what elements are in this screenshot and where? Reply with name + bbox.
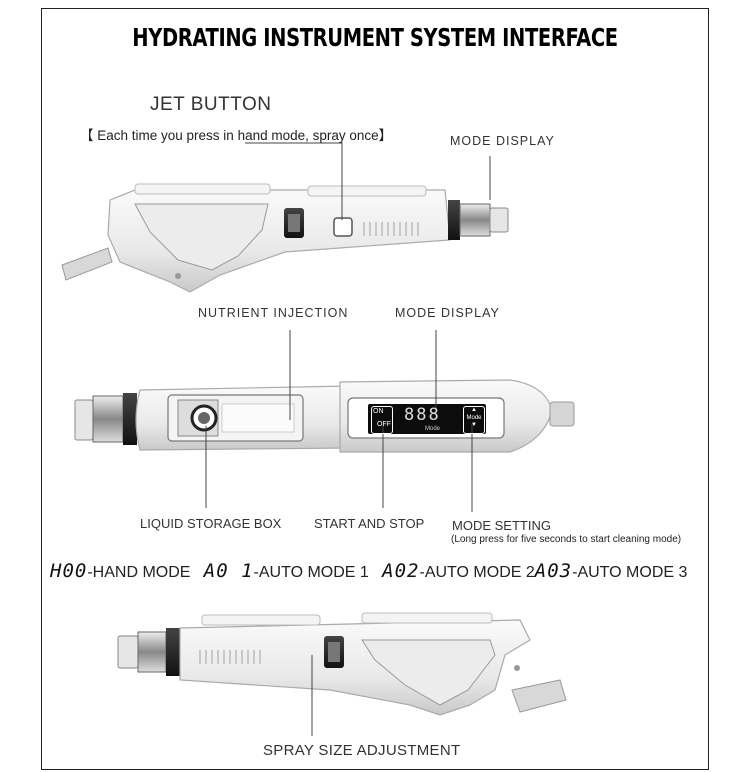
- spray-size-adjustment-label: SPRAY SIZE ADJUSTMENT: [263, 742, 461, 759]
- display-mode-caption: Mode: [425, 426, 441, 432]
- mode-button[interactable]: ▲ Mode ▼: [463, 406, 485, 434]
- mode-setting-note: (Long press for five seconds to start cl…: [451, 534, 682, 545]
- jet-button-label: JET BUTTON: [150, 94, 272, 115]
- mode-code-hand: H00: [50, 560, 88, 582]
- mode-label-hand: -HAND MODE: [87, 564, 191, 581]
- device-side-view-bottom: [117, 612, 567, 716]
- led-display: 888: [404, 405, 441, 425]
- on-label: ON: [373, 408, 384, 415]
- mode-button-label: Mode: [466, 415, 482, 421]
- mode-label-auto1: -AUTO MODE 1: [253, 564, 369, 581]
- mode-display-top-label: MODE DISPLAY: [450, 134, 555, 148]
- mode-legend: H00-HAND MODE A0 1-AUTO MODE 1 A02-AUTO …: [50, 560, 687, 582]
- device-top-view-middle: [74, 379, 575, 453]
- mode-code-auto2: A02: [382, 560, 420, 582]
- mode-down-icon: ▼: [471, 422, 477, 428]
- leader-lines: [205, 142, 491, 736]
- mode-label-auto3: -AUTO MODE 3: [572, 564, 688, 581]
- on-off-button[interactable]: ON OFF: [371, 406, 393, 434]
- mode-up-icon: ▲: [471, 407, 477, 413]
- liquid-storage-box-label: LIQUID STORAGE BOX: [140, 516, 282, 531]
- mode-code-auto1: A0 1: [203, 560, 254, 582]
- start-and-stop-label: START AND STOP: [314, 516, 425, 531]
- mode-code-auto3: A03: [534, 560, 573, 582]
- jet-button-note: 【 Each time you press in hand mode, spra…: [80, 128, 393, 143]
- nutrient-injection-label: NUTRIENT INJECTION: [198, 306, 349, 320]
- mode-display-mid-label: MODE DISPLAY: [395, 306, 500, 320]
- mode-setting-label: MODE SETTING: [452, 518, 551, 533]
- mode-label-auto2: -AUTO MODE 2: [419, 564, 535, 581]
- off-label: OFF: [377, 421, 391, 428]
- device-side-view-top: [61, 183, 509, 293]
- page-title: HYDRATING INSTRUMENT SYSTEM INTERFACE: [132, 23, 618, 52]
